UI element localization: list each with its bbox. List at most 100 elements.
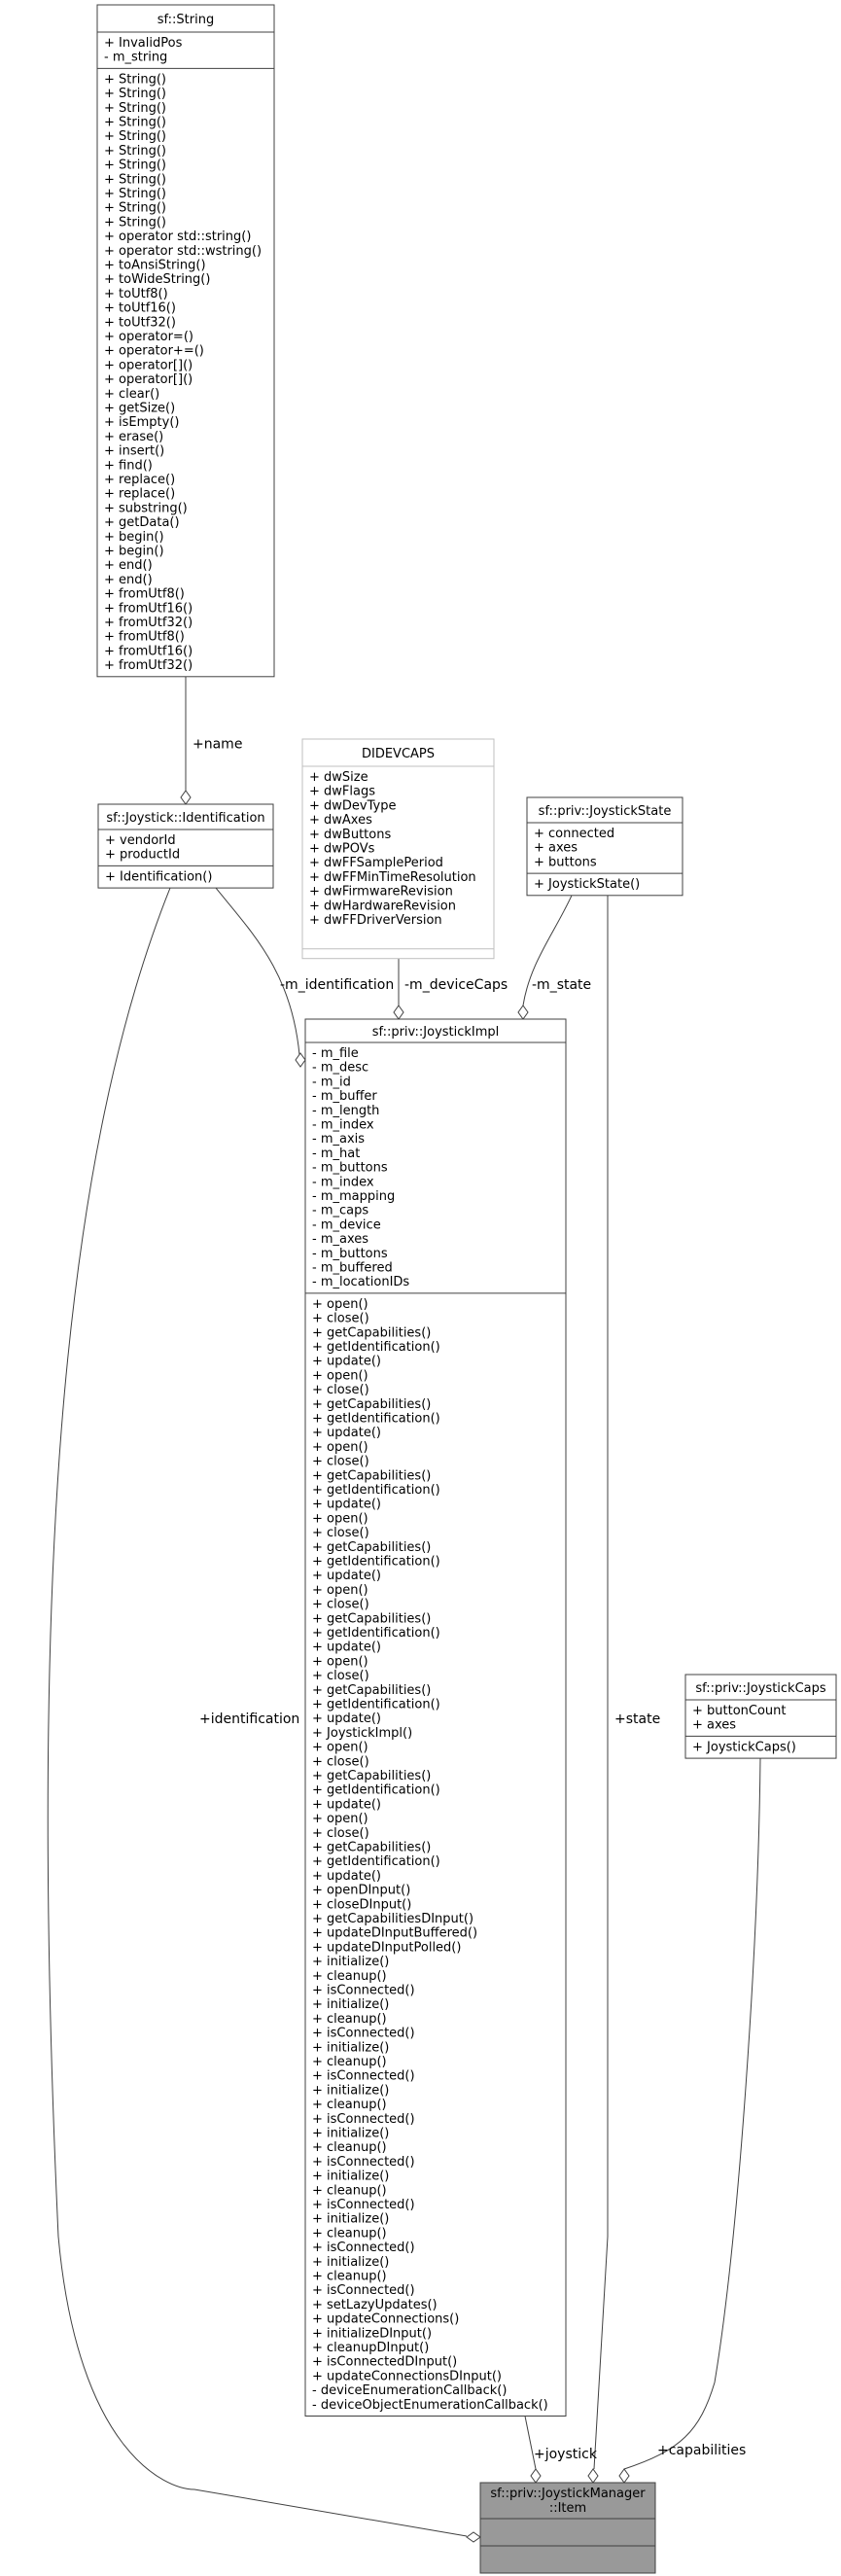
method-joystickcaps: + JoystickCaps() bbox=[692, 1740, 796, 1754]
edge-labels-layer: +name-m_identification-m_deviceCaps-m_st… bbox=[193, 736, 746, 2462]
method-update: + update() bbox=[312, 1869, 381, 1884]
attribute-dwffdriverversion: + dwFFDriverVersion bbox=[309, 913, 442, 928]
method-getcapabilities: + getCapabilities() bbox=[312, 1325, 431, 1340]
method-getcapabilities: + getCapabilities() bbox=[312, 1841, 431, 1855]
method-getcapabilities: + getCapabilities() bbox=[312, 1397, 431, 1412]
attribute-dwsize: + dwSize bbox=[309, 770, 368, 785]
method-initialize: + initialize() bbox=[312, 1997, 389, 2012]
method-getdata: + getData() bbox=[104, 515, 180, 530]
class-fill bbox=[480, 2483, 655, 2573]
edge-label-m-identification: -m_identification bbox=[280, 977, 394, 993]
method-string: + String() bbox=[104, 101, 166, 116]
method-joystickstate: + JoystickState() bbox=[534, 877, 640, 892]
method-end: + end() bbox=[104, 573, 153, 587]
method-update: + update() bbox=[312, 1355, 381, 1369]
method-cleanup: + cleanup() bbox=[312, 2270, 387, 2284]
method-operator: + operator=() bbox=[104, 330, 193, 344]
method-getidentification: + getIdentification() bbox=[312, 1854, 440, 1869]
method-isconnected: + isConnected() bbox=[312, 2241, 415, 2255]
method-isconnected: + isConnected() bbox=[312, 2155, 415, 2170]
method-getcapabilities: + getCapabilities() bbox=[312, 1683, 431, 1698]
method-close: + close() bbox=[312, 1383, 369, 1397]
attribute-axes: + axes bbox=[692, 1718, 736, 1733]
method-isconnected: + isConnected() bbox=[312, 2069, 415, 2084]
method-open: + open() bbox=[312, 1511, 368, 1526]
method-getidentification: + getIdentification() bbox=[312, 1483, 440, 1498]
method-getcapabilities: + getCapabilities() bbox=[312, 1468, 431, 1483]
method-updateconnections: + updateConnections() bbox=[312, 2312, 459, 2327]
class-item[interactable]: sf::priv::JoystickManager::Item bbox=[479, 2482, 656, 2574]
method-opendinput: + openDInput() bbox=[312, 1884, 410, 1898]
method-string: + String() bbox=[104, 201, 166, 216]
method-cleanup: + cleanup() bbox=[312, 1969, 387, 1984]
attribute-dwffsampleperiod: + dwFFSamplePeriod bbox=[309, 856, 443, 870]
attribute-m-locationids: - m_locationIDs bbox=[312, 1275, 409, 1289]
method-getcapabilitiesdinput: + getCapabilitiesDInput() bbox=[312, 1912, 473, 1926]
method-close: + close() bbox=[312, 1312, 369, 1326]
method-string: + String() bbox=[104, 172, 166, 187]
edge-joystickstate-to-joystickimpl bbox=[522, 895, 573, 1006]
class-identification[interactable]: sf::Joystick::Identification+ vendorId+ … bbox=[97, 803, 274, 889]
method-update: + update() bbox=[312, 1797, 381, 1812]
class-didevcaps[interactable]: DIDEVCAPS+ dwSize+ dwFlags+ dwDevType+ d… bbox=[301, 738, 495, 960]
method-getcapabilities: + getCapabilities() bbox=[312, 1540, 431, 1555]
method-toansistring: + toAnsiString() bbox=[104, 259, 206, 273]
method-open: + open() bbox=[312, 1583, 368, 1598]
class-title: sf::priv::JoystickCaps bbox=[695, 1681, 826, 1696]
aggregation-diamond bbox=[393, 1005, 404, 1020]
method-operator: + operator+=() bbox=[104, 344, 204, 359]
method-open: + open() bbox=[312, 1368, 368, 1383]
class-title: DIDEVCAPS bbox=[362, 747, 435, 761]
aggregation-diamond bbox=[180, 790, 192, 805]
method-cleanup: + cleanup() bbox=[312, 2055, 387, 2069]
method-operator-std-string: + operator std::string() bbox=[104, 229, 251, 244]
method-close: + close() bbox=[312, 1455, 369, 1469]
class-border bbox=[96, 4, 275, 678]
class-title: sf::priv::JoystickState bbox=[539, 804, 672, 819]
attribute-m-buttons: - m_buttons bbox=[312, 1247, 388, 1261]
attribute-m-device: - m_device bbox=[312, 1217, 381, 1232]
edge-joystickcaps-to-item bbox=[623, 1758, 761, 2470]
method-cleanup: + cleanup() bbox=[312, 2183, 387, 2198]
method-string: + String() bbox=[104, 87, 166, 101]
aggregation-diamond bbox=[618, 2468, 630, 2484]
edge-label-capabilities: +capabilities bbox=[657, 2443, 746, 2458]
class-border bbox=[301, 738, 495, 960]
attribute-m-file: - m_file bbox=[312, 1046, 359, 1061]
method-close: + close() bbox=[312, 1826, 369, 1841]
attribute-dwaxes: + dwAxes bbox=[309, 813, 372, 828]
class-string[interactable]: sf::String+ InvalidPos- m_string+ String… bbox=[96, 4, 275, 678]
method-joystickimpl: + JoystickImpl() bbox=[312, 1726, 412, 1741]
method-erase: + erase() bbox=[104, 430, 163, 444]
method-open: + open() bbox=[312, 1812, 368, 1826]
classes-layer: sf::String+ InvalidPos- m_string+ String… bbox=[96, 4, 837, 2574]
attribute-dwfirmwarerevision: + dwFirmwareRevision bbox=[309, 885, 453, 900]
class-joystickimpl[interactable]: sf::priv::JoystickImpl- m_file- m_desc- … bbox=[304, 1018, 567, 2417]
method-close: + close() bbox=[312, 1526, 369, 1540]
method-string: + String() bbox=[104, 144, 166, 159]
method-updateconnectionsdinput: + updateConnectionsDInput() bbox=[312, 2369, 502, 2383]
method-getidentification: + getIdentification() bbox=[312, 1555, 440, 1570]
edge-joystickstate-to-item bbox=[593, 895, 609, 2470]
method-getidentification: + getIdentification() bbox=[312, 1340, 440, 1355]
attribute-productid: + productId bbox=[105, 848, 180, 863]
method-cleanup: + cleanup() bbox=[312, 2098, 387, 2112]
method-setlazyupdates: + setLazyUpdates() bbox=[312, 2298, 438, 2312]
method-begin: + begin() bbox=[104, 530, 164, 545]
method-replace: + replace() bbox=[104, 487, 175, 502]
attribute-dwhardwarerevision: + dwHardwareRevision bbox=[309, 899, 456, 913]
method-isconnected: + isConnected() bbox=[312, 2198, 415, 2212]
method-open: + open() bbox=[312, 1654, 368, 1669]
class-joystickstate[interactable]: sf::priv::JoystickState+ connected+ axes… bbox=[526, 796, 683, 897]
class-title: sf::Joystick::Identification bbox=[106, 811, 264, 826]
attribute-m-desc: - m_desc bbox=[312, 1061, 368, 1076]
attribute-dwbuttons: + dwButtons bbox=[309, 828, 391, 842]
method-isconnecteddinput: + isConnectedDInput() bbox=[312, 2355, 457, 2370]
method-deviceenumerationcallback: - deviceEnumerationCallback() bbox=[312, 2383, 507, 2398]
method-getidentification: + getIdentification() bbox=[312, 1626, 440, 1641]
class-joystickcaps[interactable]: sf::priv::JoystickCaps+ buttonCount+ axe… bbox=[684, 1674, 837, 1759]
attribute-m-axes: - m_axes bbox=[312, 1232, 368, 1247]
method-string: + String() bbox=[104, 116, 166, 130]
method-closedinput: + closeDInput() bbox=[312, 1897, 411, 1912]
method-open: + open() bbox=[312, 1440, 368, 1455]
